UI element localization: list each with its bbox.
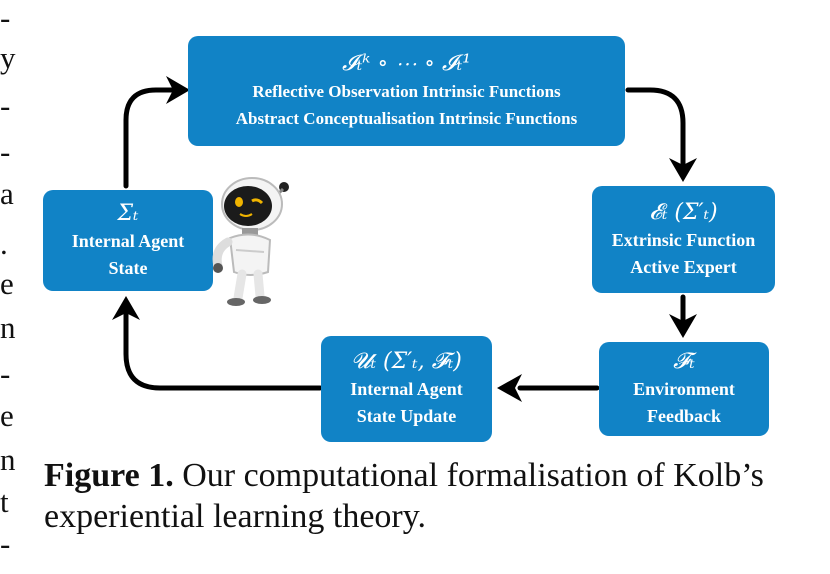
update-line-1: Internal Agent <box>350 379 463 399</box>
fragment-line: t <box>0 484 9 519</box>
arrowhead-right <box>166 76 190 104</box>
state-update-box: 𝓤ₜ (Σ′ₜ, 𝓕ₜ) Internal Agent State Update <box>321 336 492 442</box>
extrinsic-math: 𝓔ₜ (Σ′ₜ) <box>649 199 718 225</box>
agent-state-box: Σₜ Internal Agent State <box>43 190 213 291</box>
fragment-line: y <box>0 40 16 75</box>
arrow-update-to-state <box>123 309 323 391</box>
environment-feedback-box: 𝓕ₜ Environment Feedback <box>599 342 769 436</box>
fragment-line: e <box>0 266 14 301</box>
extrinsic-line-2: Active Expert <box>630 256 737 277</box>
intrinsic-line-2: Abstract Conceptualisation Intrinsic Fun… <box>235 109 578 128</box>
robot-illustration <box>212 177 289 306</box>
update-line-2: State Update <box>356 406 457 426</box>
arrowhead-down-2 <box>669 314 697 338</box>
extrinsic-function-box: 𝓔ₜ (Σ′ₜ) Extrinsic Function Active Exper… <box>592 186 775 293</box>
fragment-line: - <box>0 0 11 35</box>
fragment-line: . <box>0 226 8 261</box>
arrow-intrinsic-to-extrinsic <box>625 87 686 171</box>
fragment-line: - <box>0 356 11 391</box>
arrowhead-left <box>497 374 522 402</box>
fragment-line: e <box>0 398 14 433</box>
figure-label: Figure 1. <box>44 457 174 494</box>
fragment-line: - <box>0 526 11 561</box>
fragment-line: n <box>0 310 16 345</box>
intrinsic-line-1: Reflective Observation Intrinsic Functio… <box>252 82 561 101</box>
figure-caption-text: Our computational formalisation of Kolb’… <box>44 457 764 535</box>
intrinsic-composition-math: 𝓘ₜᵏ ∘ ⋯ ∘ 𝓘ₜ¹ <box>342 51 471 76</box>
agent-state-line-1: Internal Agent <box>71 230 185 251</box>
agent-state-math: Σₜ <box>117 200 139 226</box>
agent-state-line-2: State <box>108 257 148 278</box>
fragment-line: - <box>0 134 11 169</box>
intrinsic-functions-box: 𝓘ₜᵏ ∘ ⋯ ∘ 𝓘ₜ¹ Reflective Observation Int… <box>188 36 625 146</box>
arrowhead-down-1 <box>669 158 697 182</box>
fragment-line: n <box>0 442 16 477</box>
arrow-state-to-intrinsic <box>123 87 179 189</box>
feedback-line-1: Environment <box>633 379 735 399</box>
feedback-line-2: Feedback <box>647 406 721 426</box>
extrinsic-line-1: Extrinsic Function <box>611 229 756 250</box>
fragment-line: - <box>0 88 11 123</box>
arrowhead-up <box>112 296 140 320</box>
feedback-math: 𝓕ₜ <box>673 349 695 374</box>
update-math: 𝓤ₜ (Σ′ₜ, 𝓕ₜ) <box>351 349 462 374</box>
figure-caption: Figure 1. Our computational formalisatio… <box>44 455 824 537</box>
fragment-line: a <box>0 176 14 211</box>
